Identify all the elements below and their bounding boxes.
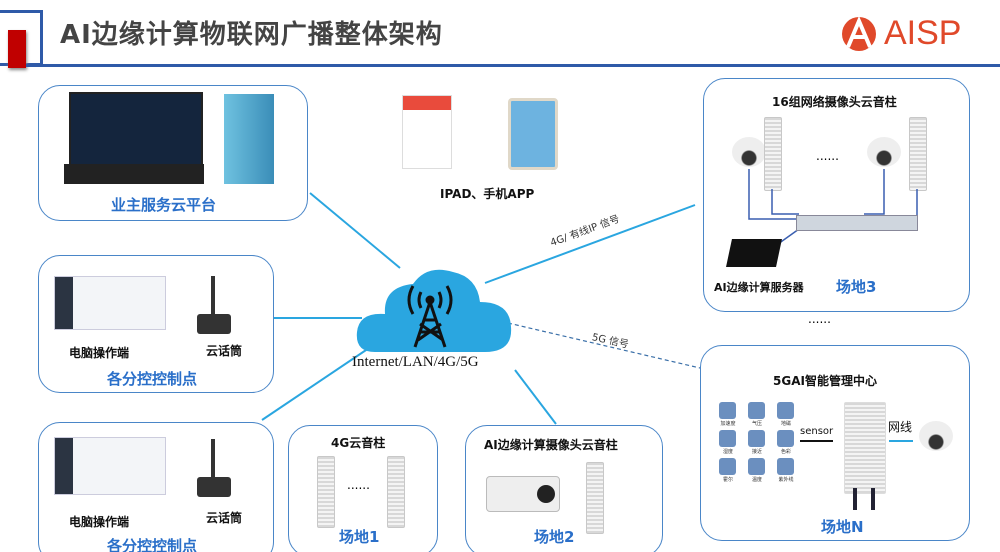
logo-text: AISP xyxy=(884,14,962,52)
antenna-tower-icon xyxy=(407,285,453,348)
site1-label: 场地1 xyxy=(339,528,380,546)
link-owner-platform xyxy=(309,192,401,269)
bullet-camera-icon xyxy=(486,476,560,512)
site3-title: 16组网络摄像头云音柱 xyxy=(772,95,897,109)
pc-screen xyxy=(54,276,166,330)
owner-platform-box: 业主服务云平台 xyxy=(38,85,308,221)
hall-sensor-icon xyxy=(719,458,736,475)
acceleration-sensor-icon xyxy=(719,402,736,419)
network-cable-line xyxy=(889,440,913,442)
network-switch xyxy=(796,215,918,231)
site2-title: AI边缘计算摄像头云音柱 xyxy=(484,438,618,452)
proximity-sensor-icon xyxy=(748,430,765,447)
network-cable-label: 网线 xyxy=(888,420,913,434)
cloud-label: Internet/LAN/4G/5G xyxy=(352,354,479,370)
site3-label: 场地3 xyxy=(836,278,877,296)
sensor-label: 接近 xyxy=(751,449,762,455)
magnetic-sensor-icon xyxy=(777,402,794,419)
site1-box: 4G云音柱 ...... 场地1 xyxy=(288,425,438,552)
sites-ellipsis: ...... xyxy=(808,312,831,326)
antenna-icon xyxy=(871,488,875,510)
column-speaker xyxy=(909,117,927,191)
owner-platform-label: 业主服务云平台 xyxy=(111,196,217,214)
sensor-label: 霍尔 xyxy=(722,477,733,483)
antenna-icon xyxy=(853,488,857,510)
link-site3 xyxy=(484,204,696,284)
siteN-box: 5GAI智能管理中心 加速度 气压 地磁 湿度 接近 色彩 霍尔 温度 紫外线 … xyxy=(700,345,970,541)
link-siteN-5g xyxy=(507,322,701,369)
control-point-label: 各分控控制点 xyxy=(107,537,198,552)
cloud-icon xyxy=(356,269,512,352)
cloud-mic-label: 云话筒 xyxy=(206,344,243,358)
sensor-label: 气压 xyxy=(751,421,762,427)
sensor-label: 地磁 xyxy=(780,421,791,427)
ptz-camera-icon xyxy=(919,421,953,451)
column-speaker xyxy=(764,117,782,191)
temperature-sensor-icon xyxy=(748,458,765,475)
control-point-box-1: 电脑操作端 云话筒 各分控控制点 xyxy=(38,255,274,393)
sensor-link-label: sensor xyxy=(800,426,834,437)
siteN-title: 5GAI智能管理中心 xyxy=(773,374,877,388)
sensor-label: 湿度 xyxy=(722,449,733,455)
sensor-label: 色彩 xyxy=(780,449,791,455)
cloud-mic-label: 云话筒 xyxy=(206,511,243,525)
siteN-label: 场地N xyxy=(821,518,864,536)
server-rack xyxy=(64,164,204,184)
column-speaker xyxy=(844,402,886,494)
sensor-label: 温度 xyxy=(751,477,762,483)
edge-server-label: AI边缘计算服务器 xyxy=(714,281,804,294)
link-site2 xyxy=(514,369,557,425)
control-point-label: 各分控控制点 xyxy=(107,370,198,388)
ipad xyxy=(508,98,558,170)
site3-box: 16组网络摄像头云音柱 ...... AI边缘计算服务器 场地3 xyxy=(703,78,970,312)
column-speaker xyxy=(317,456,335,528)
link-control-2 xyxy=(261,341,379,421)
column-speaker xyxy=(586,462,604,534)
color-sensor-icon xyxy=(777,430,794,447)
pressure-sensor-icon xyxy=(748,402,765,419)
building-icon xyxy=(224,94,274,184)
aisp-logo: AISP xyxy=(840,14,961,53)
site1-title: 4G云音柱 xyxy=(331,436,386,450)
uv-sensor-icon xyxy=(777,458,794,475)
header-red-square xyxy=(8,30,26,68)
ptz-camera-icon xyxy=(867,137,901,167)
sensor-link-line xyxy=(800,440,833,442)
humidity-sensor-icon xyxy=(719,430,736,447)
site3-ellipsis: ...... xyxy=(816,149,839,163)
pc-operator-label: 电脑操作端 xyxy=(69,515,130,529)
site2-label: 场地2 xyxy=(534,528,575,546)
site2-box: AI边缘计算摄像头云音柱 场地2 xyxy=(465,425,663,552)
ptz-camera-icon xyxy=(732,137,766,167)
phone-app xyxy=(402,95,452,169)
control-point-box-2: 电脑操作端 云话筒 各分控控制点 xyxy=(38,422,274,552)
desk-microphone-icon xyxy=(197,276,231,336)
aisp-logo-icon xyxy=(842,15,876,51)
header-divider xyxy=(26,64,1000,67)
column-speaker xyxy=(387,456,405,528)
sensor-label: 紫外线 xyxy=(778,477,794,483)
sensor-label: 加速度 xyxy=(720,421,736,427)
mobile-label: IPAD、手机APP xyxy=(440,187,535,201)
pc-screen xyxy=(54,437,166,495)
edge-server-icon xyxy=(726,239,782,267)
page-title: AI边缘计算物联网广播整体架构 xyxy=(60,20,443,50)
desk-microphone-icon xyxy=(197,439,231,499)
dashboard-screen xyxy=(69,92,203,166)
pc-operator-label: 电脑操作端 xyxy=(69,346,130,360)
site1-ellipsis: ...... xyxy=(347,478,370,492)
